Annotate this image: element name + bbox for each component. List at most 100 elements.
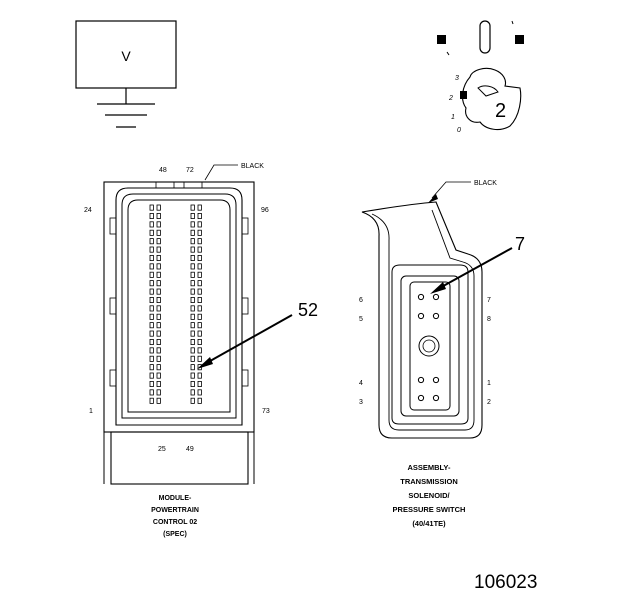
pcm-pin-cavity <box>156 280 161 287</box>
pcm-pin-cavity <box>149 338 154 345</box>
voltmeter-symbol: V <box>75 20 177 128</box>
pcm-connector: BLACK 48 72 24 96 1 73 25 49 52 MODULE- … <box>84 163 318 538</box>
pcm-pin-cavity <box>190 330 195 337</box>
pcm-pin-cavity <box>190 254 195 261</box>
pcm-pin-cavity <box>197 397 202 404</box>
pcm-pin-cavity <box>156 212 161 219</box>
pcm-callout-arrow <box>202 314 293 366</box>
pcm-callout-arrowhead <box>197 357 213 369</box>
solenoid-caption-line-2: TRANSMISSION <box>400 477 458 486</box>
pcm-pin-cavity <box>156 380 161 387</box>
key-icon <box>461 67 522 131</box>
pcm-pin-cavity <box>156 229 161 236</box>
pcm-pin-cavity <box>149 229 154 236</box>
pcm-pin-cavity <box>190 313 195 320</box>
pcm-pin-cavity <box>156 296 161 303</box>
pcm-pin-cavity <box>190 305 195 312</box>
key-position-3: 3 <box>455 75 459 82</box>
pcm-color-leader <box>204 164 238 181</box>
solenoid-caption-line-1: ASSEMBLY- <box>407 463 451 472</box>
pcm-pin-cavity <box>149 280 154 287</box>
pcm-caption-line-3: CONTROL 02 <box>153 519 197 526</box>
pcm-pin-cavity <box>190 263 195 270</box>
solenoid-caption-line-5: (40/41TE) <box>412 519 446 528</box>
pcm-pin-cavity <box>197 296 202 303</box>
pcm-pin-cavity <box>197 347 202 354</box>
pcm-pin-cavity <box>149 305 154 312</box>
solenoid-connector: BLACK 6 5 4 3 7 8 1 2 7 ASSEMBLY- TRANSM… <box>359 180 525 528</box>
solenoid-pin-1: 1 <box>487 380 491 387</box>
pcm-pin-cavity <box>149 221 154 228</box>
voltmeter-label: V <box>121 48 131 64</box>
pcm-pin-cavity <box>149 313 154 320</box>
solenoid-color-leader <box>431 181 471 199</box>
pcm-pin-cavity <box>156 271 161 278</box>
pcm-pin-cavity <box>190 229 195 236</box>
pcm-pin-cavity <box>190 280 195 287</box>
pcm-pin-cavity <box>197 372 202 379</box>
solenoid-pin-2: 2 <box>487 399 491 406</box>
pcm-pin-cavity <box>190 296 195 303</box>
terminal-square-right <box>515 35 524 44</box>
pcm-pin-cavity <box>149 372 154 379</box>
key-pointer <box>460 91 467 99</box>
pcm-pin-cavity <box>149 212 154 219</box>
pcm-pin-cavity <box>197 280 202 287</box>
pcm-pin-cavity <box>156 305 161 312</box>
pcm-pin-cavity <box>156 263 161 270</box>
terminal-slot <box>479 20 491 54</box>
pcm-pin-cavity <box>149 246 154 253</box>
pcm-pin-cavity <box>190 246 195 253</box>
pcm-pin-cavities <box>149 204 202 404</box>
solenoid-center-post <box>418 335 440 357</box>
pcm-pin-cavity <box>149 397 154 404</box>
pcm-callout-number: 52 <box>298 300 318 320</box>
solenoid-callout-arrow <box>435 247 513 291</box>
pcm-pin-cavity <box>190 347 195 354</box>
pcm-pin-cavity <box>197 263 202 270</box>
pcm-pin-cavity <box>197 221 202 228</box>
pcm-pin-96: 96 <box>261 207 269 214</box>
pcm-pin-cavity <box>156 364 161 371</box>
pcm-pin-cavity <box>190 322 195 329</box>
key-view: 3 2 1 0 2 <box>437 20 524 134</box>
pcm-pin-cavity <box>190 397 195 404</box>
pcm-pin-cavity <box>197 254 202 261</box>
pcm-pin-cavity <box>190 372 195 379</box>
pcm-pin-cavity <box>197 355 202 362</box>
pcm-pin-cavity <box>149 204 154 211</box>
pcm-pin-cavity <box>197 288 202 295</box>
pcm-pin-cavity <box>197 389 202 396</box>
pcm-pin-cavity <box>149 322 154 329</box>
key-number: 2 <box>495 100 506 122</box>
pcm-pin-48: 48 <box>159 167 167 174</box>
solenoid-callout-number: 7 <box>515 234 525 254</box>
pcm-pin-cavity <box>197 305 202 312</box>
pcm-pin-cavity <box>149 238 154 245</box>
pcm-caption-line-1: MODULE- <box>159 495 192 502</box>
solenoid-pin-6: 6 <box>359 297 363 304</box>
pcm-pin-cavity <box>197 330 202 337</box>
pcm-pin-cavity <box>190 380 195 387</box>
pcm-pin-cavity <box>156 254 161 261</box>
pcm-pin-73: 73 <box>262 408 270 415</box>
pcm-pin-cavity <box>149 364 154 371</box>
pcm-pin-cavity <box>149 330 154 337</box>
pcm-pin-cavity <box>197 246 202 253</box>
pcm-pin-cavity <box>190 238 195 245</box>
pcm-pin-cavity <box>149 271 154 278</box>
pcm-pin-cavity <box>197 338 202 345</box>
pcm-pin-cavity <box>156 313 161 320</box>
pcm-pin-cavity <box>197 322 202 329</box>
pcm-pin-cavity <box>197 238 202 245</box>
terminal-square-left <box>437 35 446 44</box>
pcm-pin-25: 25 <box>158 446 166 453</box>
solenoid-pin-7: 7 <box>487 297 491 304</box>
pcm-pin-72: 72 <box>186 167 194 174</box>
pcm-caption-line-2: POWERTRAIN <box>151 507 199 514</box>
solenoid-pin-8: 8 <box>487 316 491 323</box>
pcm-pin-cavity <box>156 221 161 228</box>
pcm-pin-cavity <box>149 347 154 354</box>
pcm-pin-cavity <box>149 355 154 362</box>
